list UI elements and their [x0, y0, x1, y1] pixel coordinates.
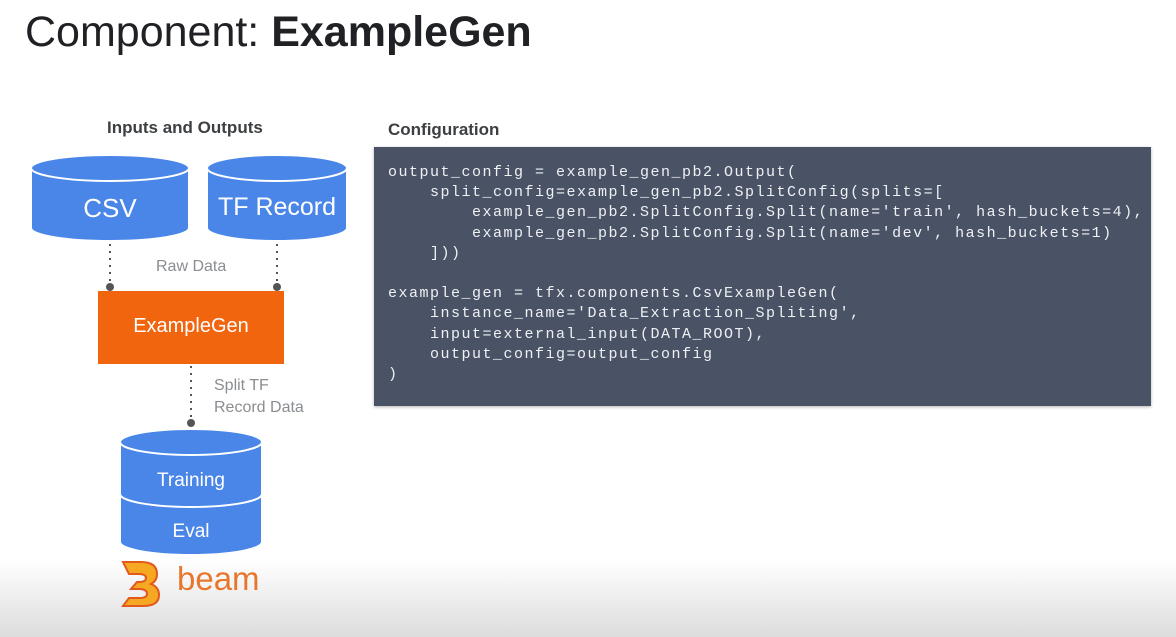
slide-title: Component: ExampleGen: [25, 8, 532, 56]
beam-logo-icon: [121, 561, 161, 607]
examplegen-box: [98, 291, 284, 364]
bottom-fade: [0, 560, 1176, 637]
csv-cylinder-icon: [30, 154, 190, 242]
split-label-2: Record Data: [214, 399, 304, 416]
input-csv: CSV: [83, 193, 137, 223]
code-block: output_config = example_gen_pb2.Output( …: [374, 147, 1151, 406]
tfrecord-cylinder-icon: [206, 154, 348, 242]
examplegen-label: ExampleGen: [133, 315, 249, 337]
raw-data-label: Raw Data: [156, 258, 227, 275]
code-text: output_config = example_gen_pb2.Output( …: [388, 164, 1145, 384]
connectors: [109, 244, 278, 420]
split-label-1: Split TF: [214, 377, 269, 394]
beam-logo-text: beam: [177, 560, 260, 597]
configuration-heading: Configuration: [388, 120, 500, 139]
input-tfrecord: TF Record: [217, 193, 337, 221]
inputs-outputs-heading: Inputs and Outputs: [107, 118, 263, 137]
output-cylinder-icon: [119, 428, 263, 556]
output-training: Training: [157, 470, 225, 491]
output-eval: Eval: [172, 521, 210, 542]
diagram-shapes: [30, 154, 348, 607]
